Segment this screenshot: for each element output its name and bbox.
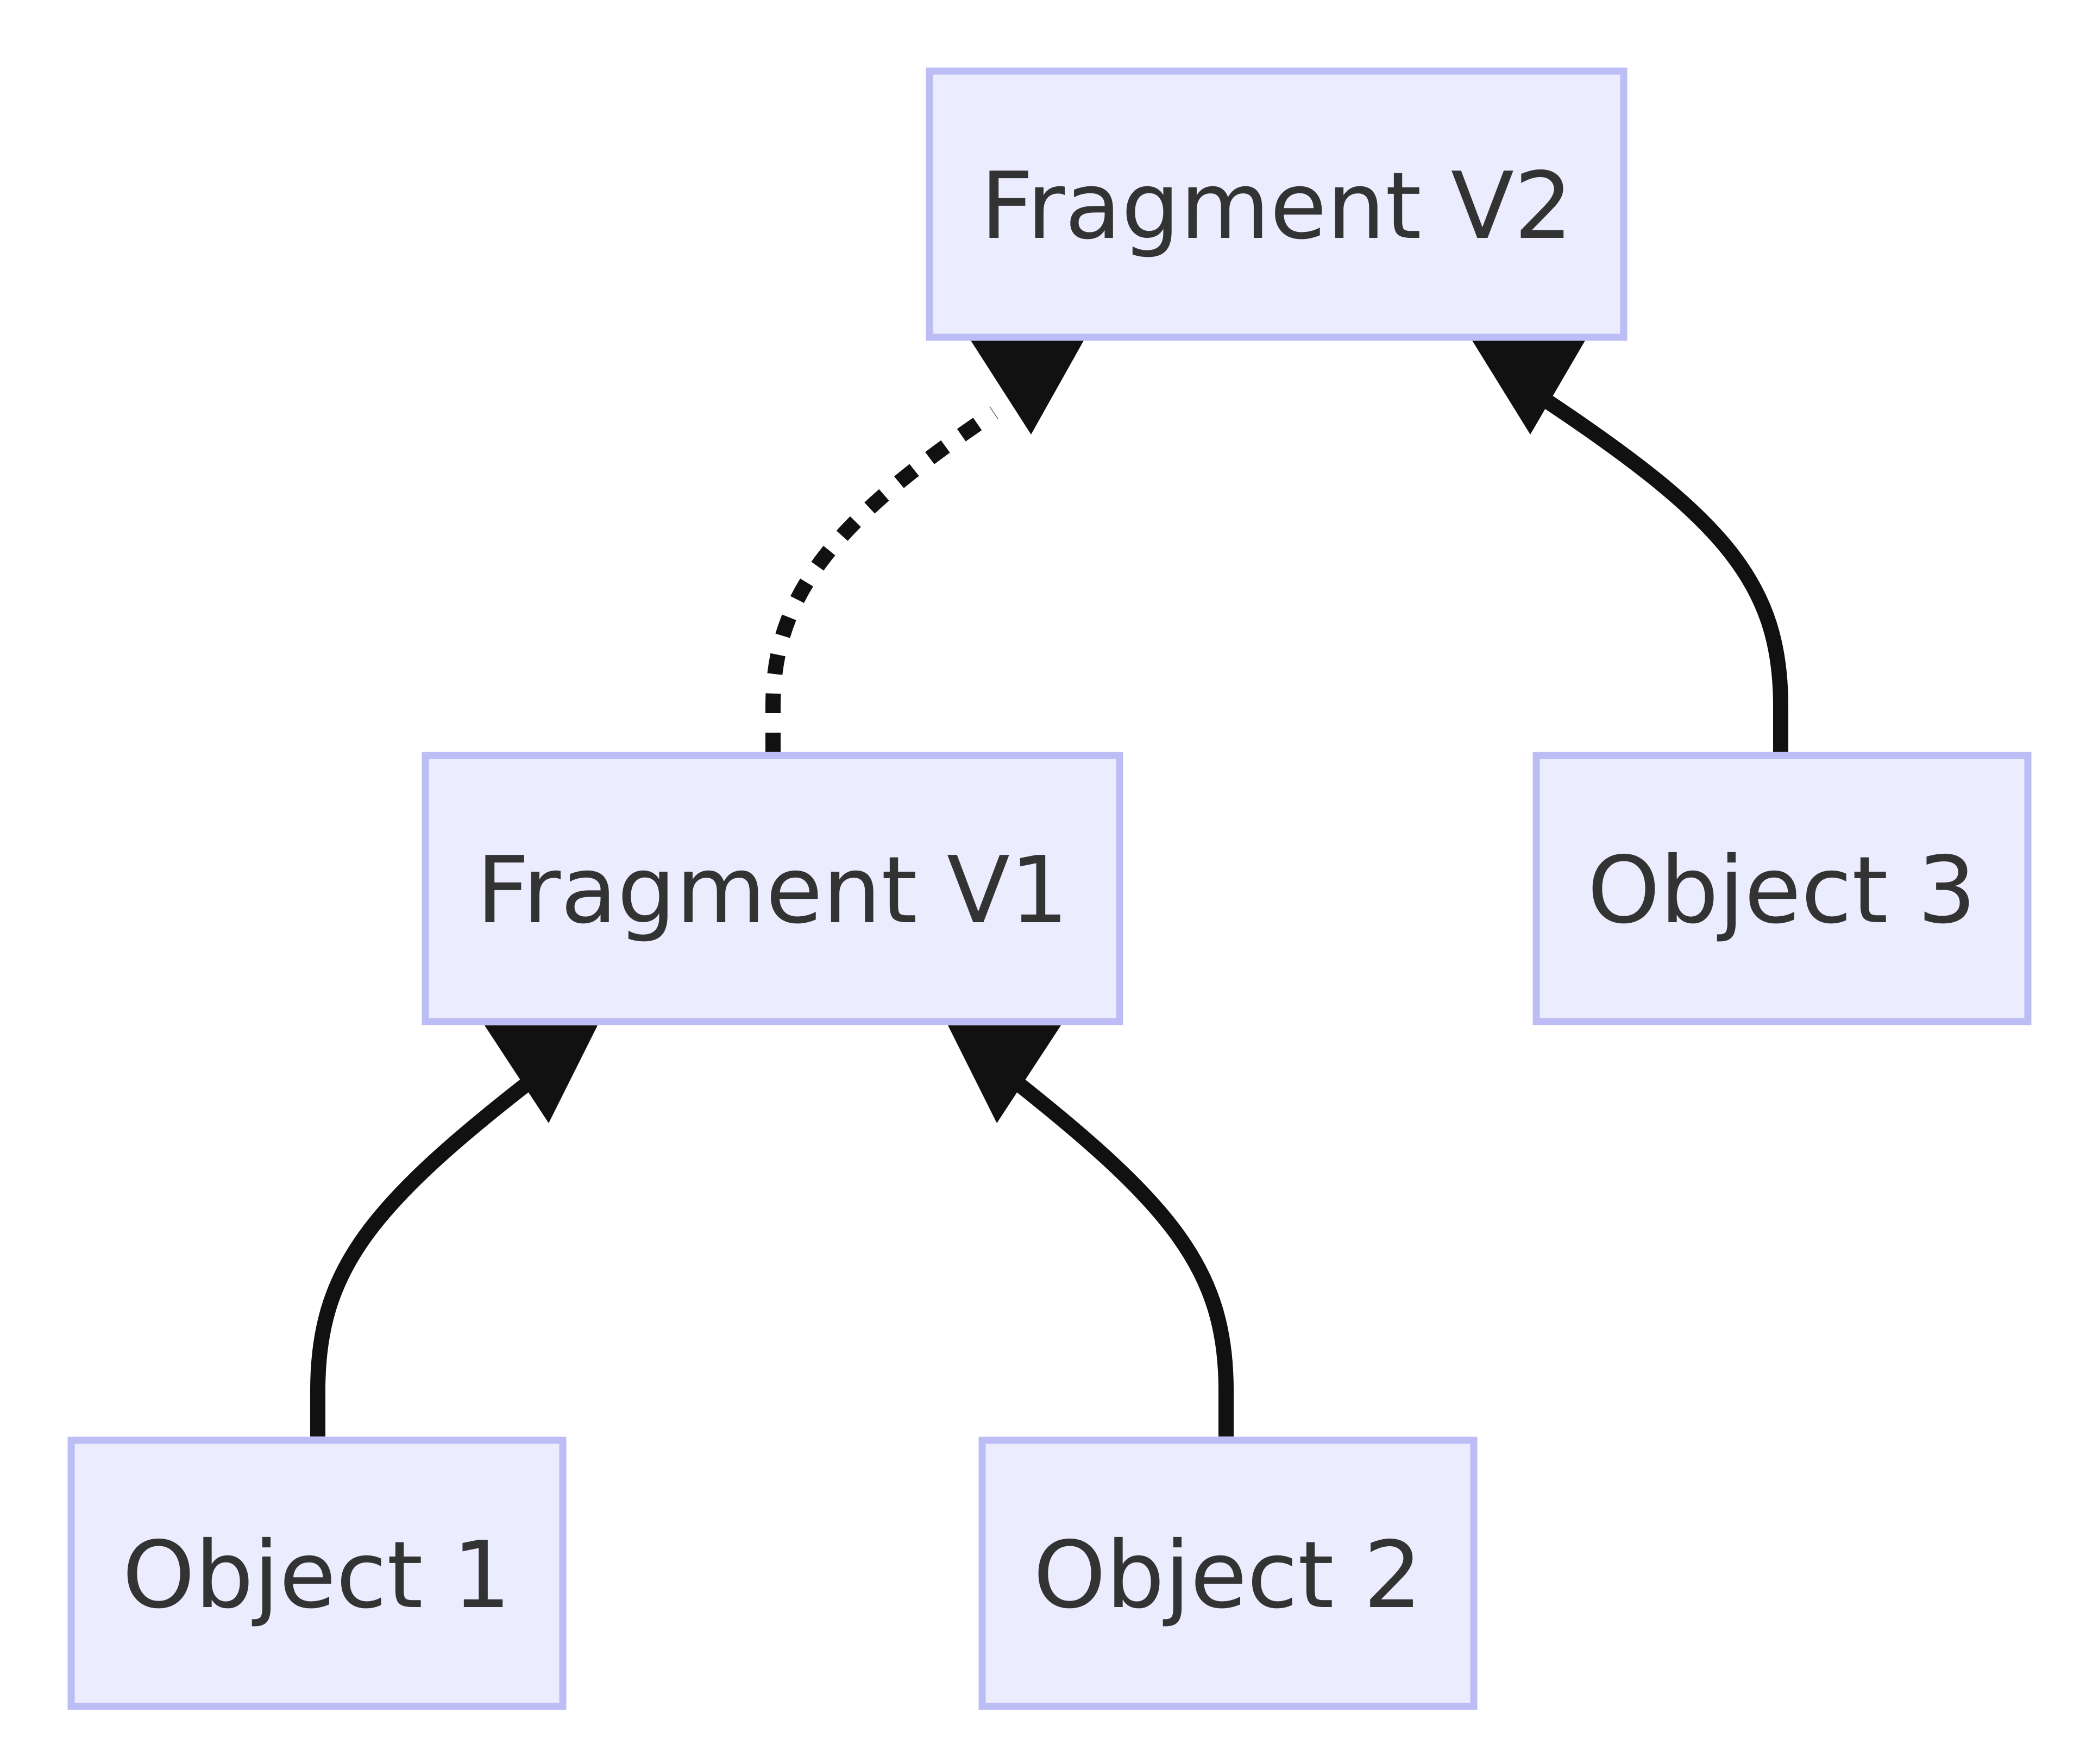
node-object-2[interactable]: Object 2 bbox=[978, 1437, 1478, 1710]
node-object-3-box bbox=[1532, 752, 2032, 1025]
node-object-3[interactable]: Object 3 bbox=[1532, 752, 2032, 1025]
arrowhead-object-2-to-fragment-v1 bbox=[948, 1025, 1061, 1123]
edge-object-2-to-fragment-v1 bbox=[1003, 1069, 1234, 1437]
edge-fragment-v1-to-fragment-v2 bbox=[765, 406, 998, 752]
node-object-1[interactable]: Object 1 bbox=[67, 1437, 567, 1710]
node-fragment-v1-label: Fragment V1 bbox=[476, 837, 1069, 944]
node-fragment-v1[interactable]: Fragment V1 bbox=[422, 752, 1123, 1025]
edges bbox=[310, 341, 1788, 1437]
node-fragment-v1-box bbox=[422, 752, 1123, 1025]
arrowhead-object-1-to-fragment-v1 bbox=[485, 1025, 598, 1123]
node-object-2-box bbox=[978, 1437, 1478, 1710]
edge-object-1-to-fragment-v1 bbox=[310, 1069, 543, 1437]
arrowhead-fragment-v1-to-fragment-v2 bbox=[971, 341, 1084, 434]
node-fragment-v2[interactable]: Fragment V2 bbox=[926, 67, 1628, 341]
node-object-2-label: Object 2 bbox=[1033, 1522, 1422, 1629]
node-fragment-v2-label: Fragment V2 bbox=[981, 153, 1573, 260]
node-object-3-label: Object 3 bbox=[1587, 837, 1976, 944]
arrowhead-object-3-to-fragment-v2 bbox=[1472, 341, 1585, 434]
edge-object-3-to-fragment-v2 bbox=[1544, 395, 1788, 752]
node-object-1-label: Object 1 bbox=[122, 1522, 511, 1629]
node-fragment-v2-box bbox=[926, 67, 1628, 341]
node-object-1-box bbox=[67, 1437, 567, 1710]
